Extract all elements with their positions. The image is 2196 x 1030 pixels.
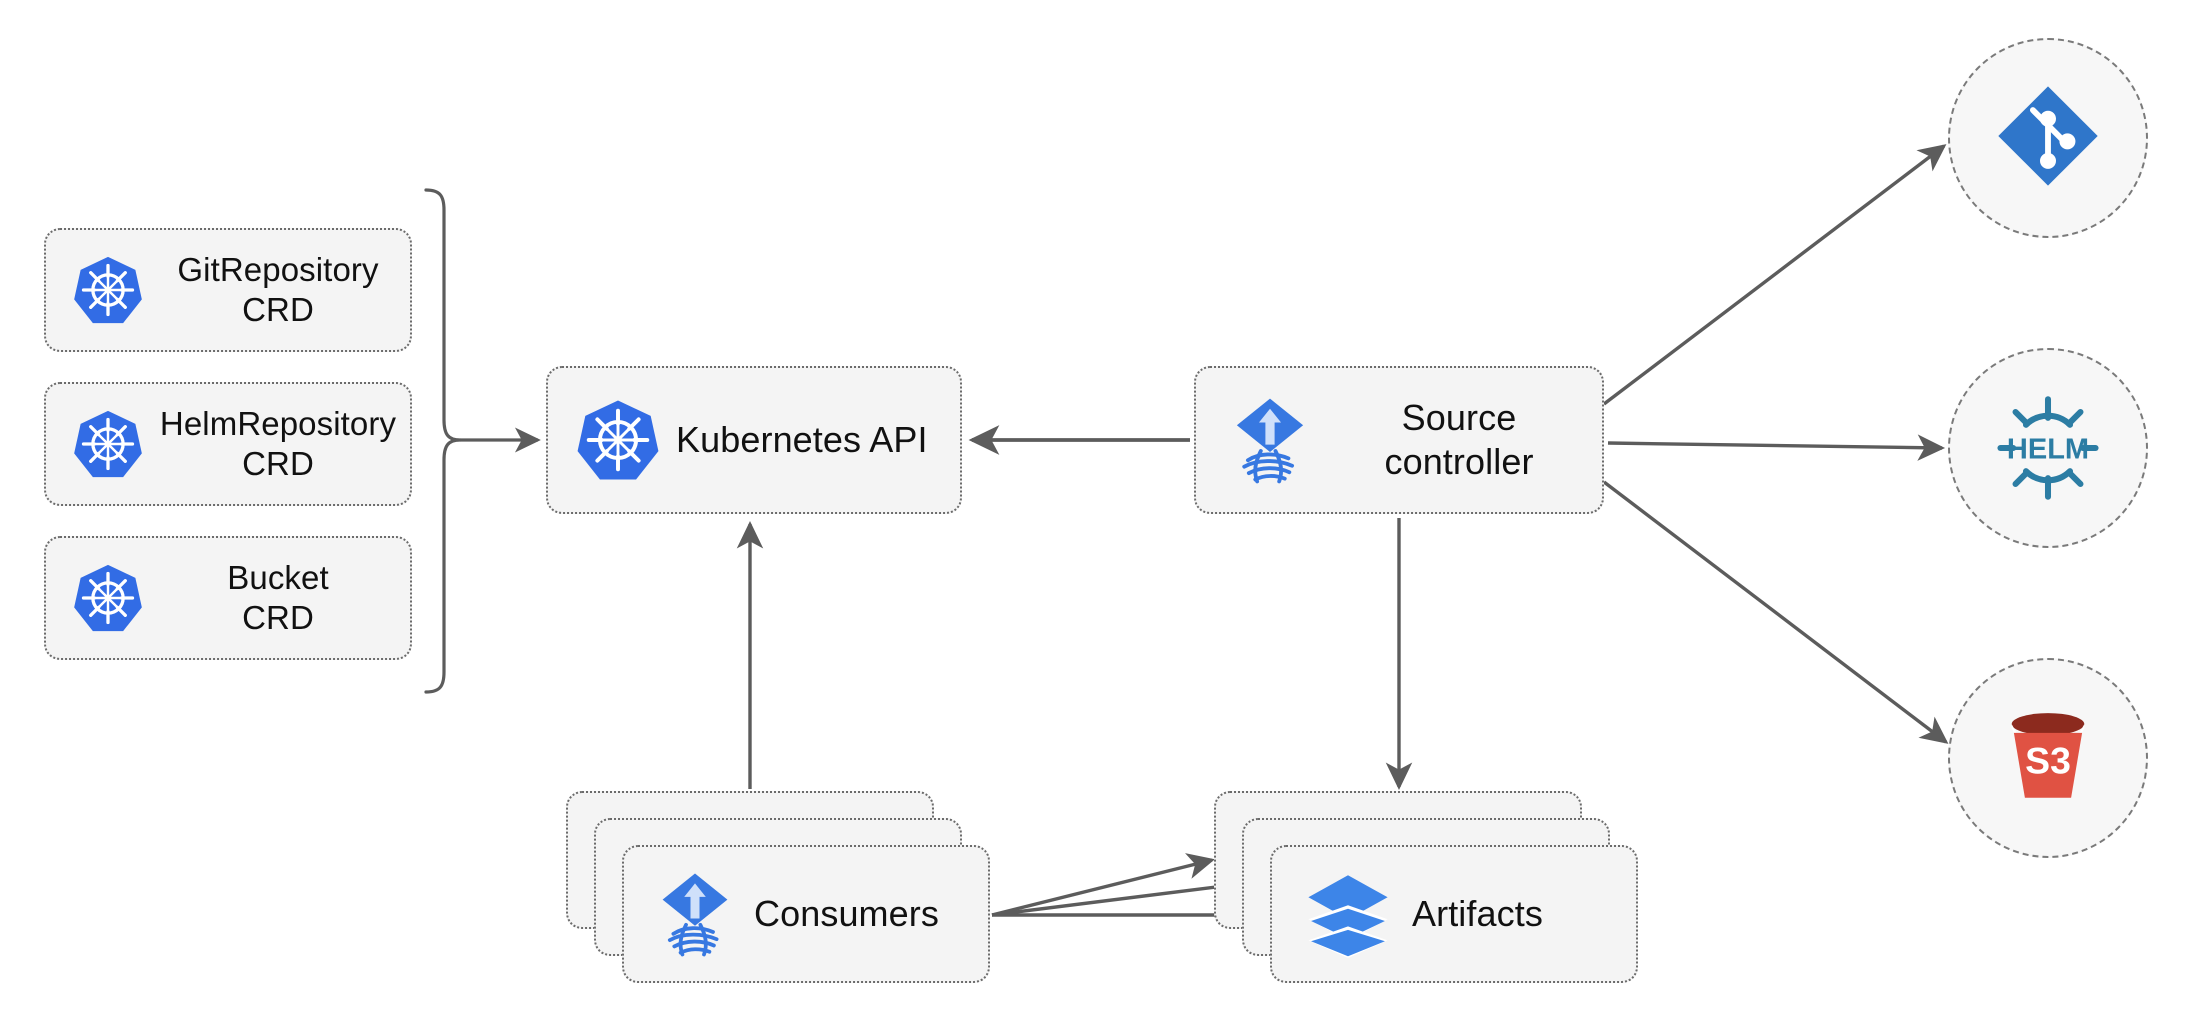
node-artifacts[interactable]: Artifacts xyxy=(1270,845,1638,983)
node-label: Kubernetes API xyxy=(676,419,928,461)
edge-source-to-helm xyxy=(1607,434,1946,461)
s3-icon: S3 xyxy=(1993,701,2103,816)
git-icon xyxy=(1994,82,2102,195)
crd-label: GitRepository CRD xyxy=(177,250,379,328)
kubernetes-icon xyxy=(566,397,670,483)
node-label: Consumers xyxy=(754,893,939,935)
crd-box-bucket[interactable]: Bucket CRD xyxy=(44,536,412,660)
backend-circle-s3[interactable]: S3 xyxy=(1948,658,2148,858)
crd-group-bracket xyxy=(424,188,462,694)
kubernetes-icon xyxy=(60,254,156,326)
edge-consumers-to-artifacts-1 xyxy=(991,853,1215,917)
crd-label: HelmRepository CRD xyxy=(159,404,397,482)
node-consumers[interactable]: Consumers xyxy=(622,845,990,983)
kubernetes-icon xyxy=(60,562,156,634)
edge-source-to-s3 xyxy=(1602,480,1949,744)
crd-box-gitrepository[interactable]: GitRepository CRD xyxy=(44,228,412,352)
backend-circle-git[interactable] xyxy=(1948,38,2148,238)
s3-wordmark: S3 xyxy=(2025,739,2071,781)
helm-wordmark: HELM xyxy=(2007,433,2089,465)
node-source-controller[interactable]: Source controller xyxy=(1194,366,1604,514)
edge-consumers-to-artifacts-2 xyxy=(991,873,1244,917)
edge-source-to-git xyxy=(1602,144,1947,406)
backend-circle-helm[interactable]: HELM xyxy=(1948,348,2148,548)
helm-icon: HELM xyxy=(1990,390,2106,506)
node-label: Source controller xyxy=(1384,397,1534,482)
node-label: Artifacts xyxy=(1412,893,1543,935)
node-kubernetes-api[interactable]: Kubernetes API xyxy=(546,366,962,514)
crd-label: Bucket CRD xyxy=(227,558,329,636)
crd-box-helmrepository[interactable]: HelmRepository CRD xyxy=(44,382,412,506)
layers-icon xyxy=(1294,870,1402,958)
flux-icon xyxy=(1214,394,1326,486)
flux-icon xyxy=(640,869,750,959)
kubernetes-icon xyxy=(60,408,156,480)
